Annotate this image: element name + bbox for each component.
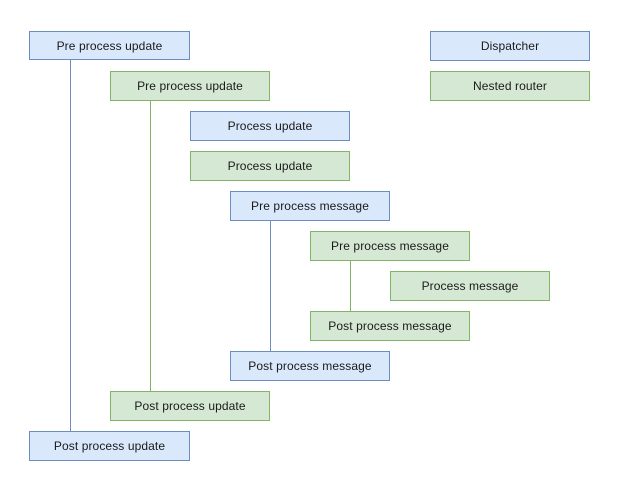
node-n7[interactable]: Process message <box>390 271 550 301</box>
node-n4[interactable]: Process update <box>190 151 350 181</box>
node-n2[interactable]: Pre process update <box>110 71 270 101</box>
node-n6[interactable]: Pre process message <box>310 231 470 261</box>
legend-item-blue[interactable]: Dispatcher <box>430 31 590 61</box>
node-label: Pre process update <box>56 38 163 53</box>
connector-n6-to-n8 <box>350 261 351 311</box>
node-label: Pre process message <box>251 199 369 213</box>
node-n8[interactable]: Post process message <box>310 311 470 341</box>
node-n3[interactable]: Process update <box>190 111 350 141</box>
node-n5[interactable]: Pre process message <box>230 191 390 221</box>
node-label: Process update <box>227 159 313 173</box>
connector-n1-to-n11 <box>70 60 71 431</box>
node-n1[interactable]: Pre process update <box>29 31 190 60</box>
legend-item-label: Nested router <box>472 79 547 93</box>
node-label: Post process update <box>53 439 166 453</box>
node-label: Post process message <box>248 359 372 373</box>
node-label: Pre process update <box>137 79 243 93</box>
node-label: Process message <box>421 279 519 293</box>
node-n10[interactable]: Post process update <box>110 391 270 421</box>
node-label: Post process update <box>134 399 246 413</box>
legend-item-label: Dispatcher <box>480 39 540 53</box>
node-label: Pre process message <box>331 239 449 253</box>
node-label: Post process message <box>328 319 452 333</box>
node-label: Process update <box>227 119 313 133</box>
node-n9[interactable]: Post process message <box>230 351 390 381</box>
node-n11[interactable]: Post process update <box>29 431 190 461</box>
legend-item-green[interactable]: Nested router <box>430 71 590 101</box>
connector-n2-to-n10 <box>150 101 151 391</box>
connector-n5-to-n9 <box>270 221 271 351</box>
